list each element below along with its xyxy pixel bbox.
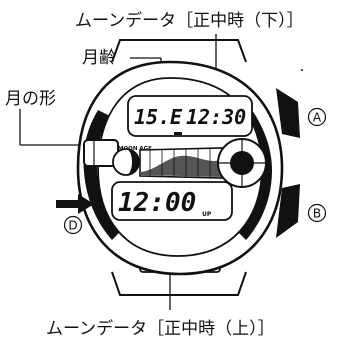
button-a-label[interactable]: A [307, 107, 327, 127]
button-b-label[interactable]: B [307, 203, 327, 223]
graph-ticks [149, 148, 211, 178]
label-moon-shape: 月の形 [5, 89, 56, 109]
upper-time: 12:30 [186, 105, 246, 129]
button-d-letter: D [68, 219, 77, 233]
top-strap [111, 39, 247, 63]
button-d-label[interactable]: D [63, 215, 83, 235]
moon-age-caption: MOON AGE [118, 146, 152, 152]
lower-lcd: 12:00 UP [111, 181, 233, 221]
graph-fill [141, 155, 221, 177]
moon-shape-phase [126, 149, 139, 175]
moon-age-marker [174, 132, 182, 135]
label-moon-age: 月齢 [82, 48, 116, 68]
upper-moon-age-digit: E [170, 105, 183, 129]
button-d-circle [63, 215, 83, 235]
button-a-shape[interactable] [276, 88, 300, 138]
bottom-strap [111, 271, 247, 296]
button-b-shape[interactable] [276, 184, 300, 238]
moon-graph: MOON AGE [112, 138, 267, 188]
upper-lcd: 15. E 12:30 [127, 95, 253, 137]
label-moon-data-transit-below: ムーンデータ［正中時（下）］ [75, 10, 304, 31]
label-moon-data-transit-above: ムーンデータ［正中時（上）］ [46, 318, 275, 339]
lower-time: 12:00 [118, 188, 196, 218]
button-b-circle [307, 203, 327, 223]
up-indicator: UP [202, 211, 212, 218]
button-a-letter: A [313, 111, 322, 125]
upper-date: 15. [134, 105, 170, 129]
button-a-circle [307, 107, 327, 127]
arrow-right-icon [56, 194, 94, 214]
lower-lcd-frame [111, 181, 233, 221]
button-b-letter: B [313, 207, 321, 221]
right-bezel-band [238, 102, 272, 240]
upper-lcd-frame [127, 95, 253, 137]
